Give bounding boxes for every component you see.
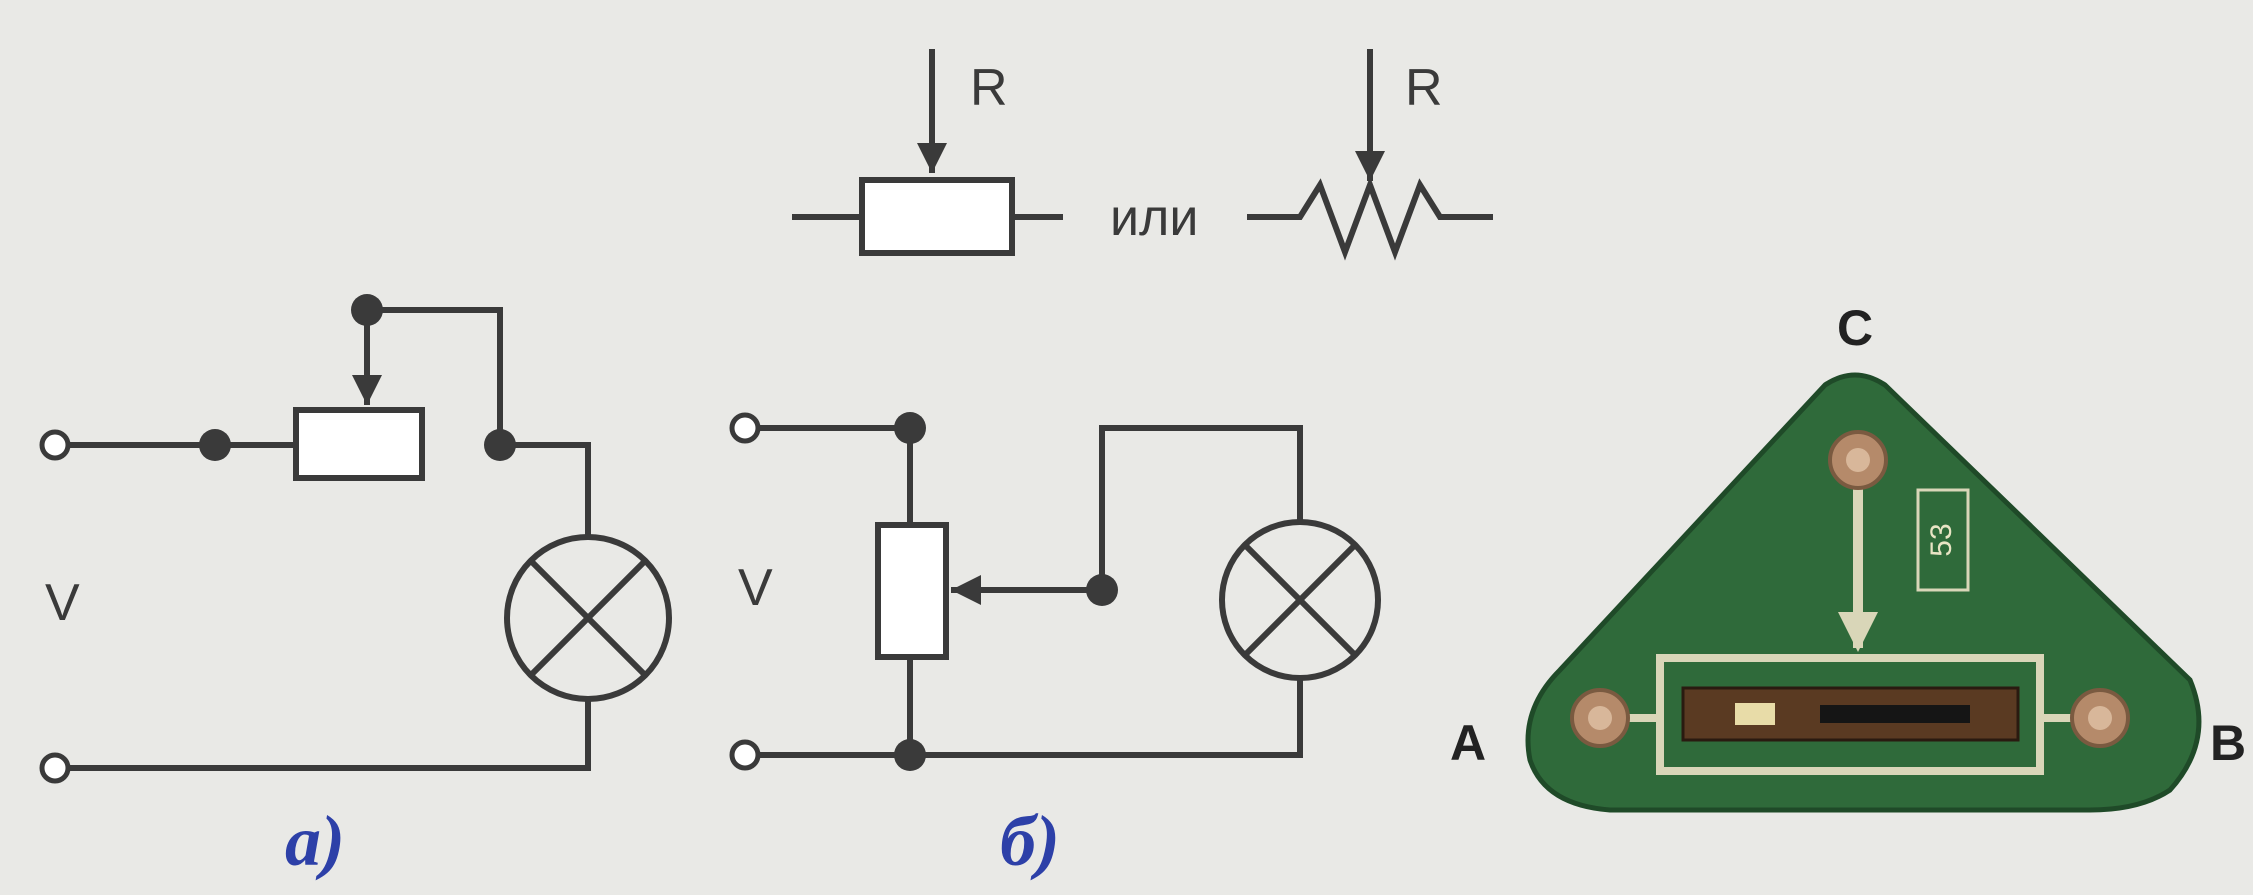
terminal-b-top xyxy=(729,412,761,444)
slider-knob xyxy=(1735,703,1775,725)
lamp-b-cross-2 xyxy=(1240,540,1360,660)
node-a-wiper xyxy=(351,294,383,326)
node-b-bottom xyxy=(894,739,926,771)
contact-a-center xyxy=(1588,706,1612,730)
zigzag-resistor xyxy=(1247,176,1493,261)
node-a-left xyxy=(199,429,231,461)
circuit-b: V б) xyxy=(729,412,1381,881)
node-b-top xyxy=(894,412,926,444)
board-part-number: 53 xyxy=(1925,523,1958,556)
rheostat-label-r: R xyxy=(1405,59,1443,117)
contact-c-center xyxy=(1846,448,1870,472)
caption-a: а) xyxy=(285,801,345,881)
symbol-resistor-body xyxy=(859,177,1015,256)
terminal-label-a: A xyxy=(1450,715,1486,771)
wire-a-bottom xyxy=(59,697,591,771)
contact-b-center xyxy=(2088,706,2112,730)
lamp-a-cross-2 xyxy=(526,556,650,680)
node-b-wiper xyxy=(1086,574,1118,606)
terminal-label-b: B xyxy=(2210,715,2246,771)
board-number-box xyxy=(1916,488,1970,592)
potentiometer-board: 53 C A B xyxy=(1450,300,2246,813)
node-a-right xyxy=(484,429,516,461)
wire-b-top xyxy=(747,425,913,528)
circuit-a: V а) xyxy=(39,294,672,881)
terminal-a-bottom xyxy=(39,752,71,784)
separator-text: или xyxy=(1110,189,1198,247)
wire-b-wiper-to-lamp xyxy=(1099,425,1303,593)
symbol-label-r: R xyxy=(970,59,1008,117)
terminal-label-c: C xyxy=(1837,300,1873,356)
slider-slot xyxy=(1820,705,1970,723)
potentiometer-symbol: R xyxy=(792,49,1063,256)
resistor-b xyxy=(875,522,949,660)
resistor-a xyxy=(293,407,425,481)
wire-b-bottom xyxy=(747,677,1303,758)
voltage-label-b: V xyxy=(738,559,773,617)
rheostat-symbol: R xyxy=(1247,49,1493,261)
terminal-a-top xyxy=(39,429,71,461)
caption-b: б) xyxy=(1000,801,1060,881)
terminal-b-bottom xyxy=(729,739,761,771)
voltage-label-a: V xyxy=(45,574,80,632)
